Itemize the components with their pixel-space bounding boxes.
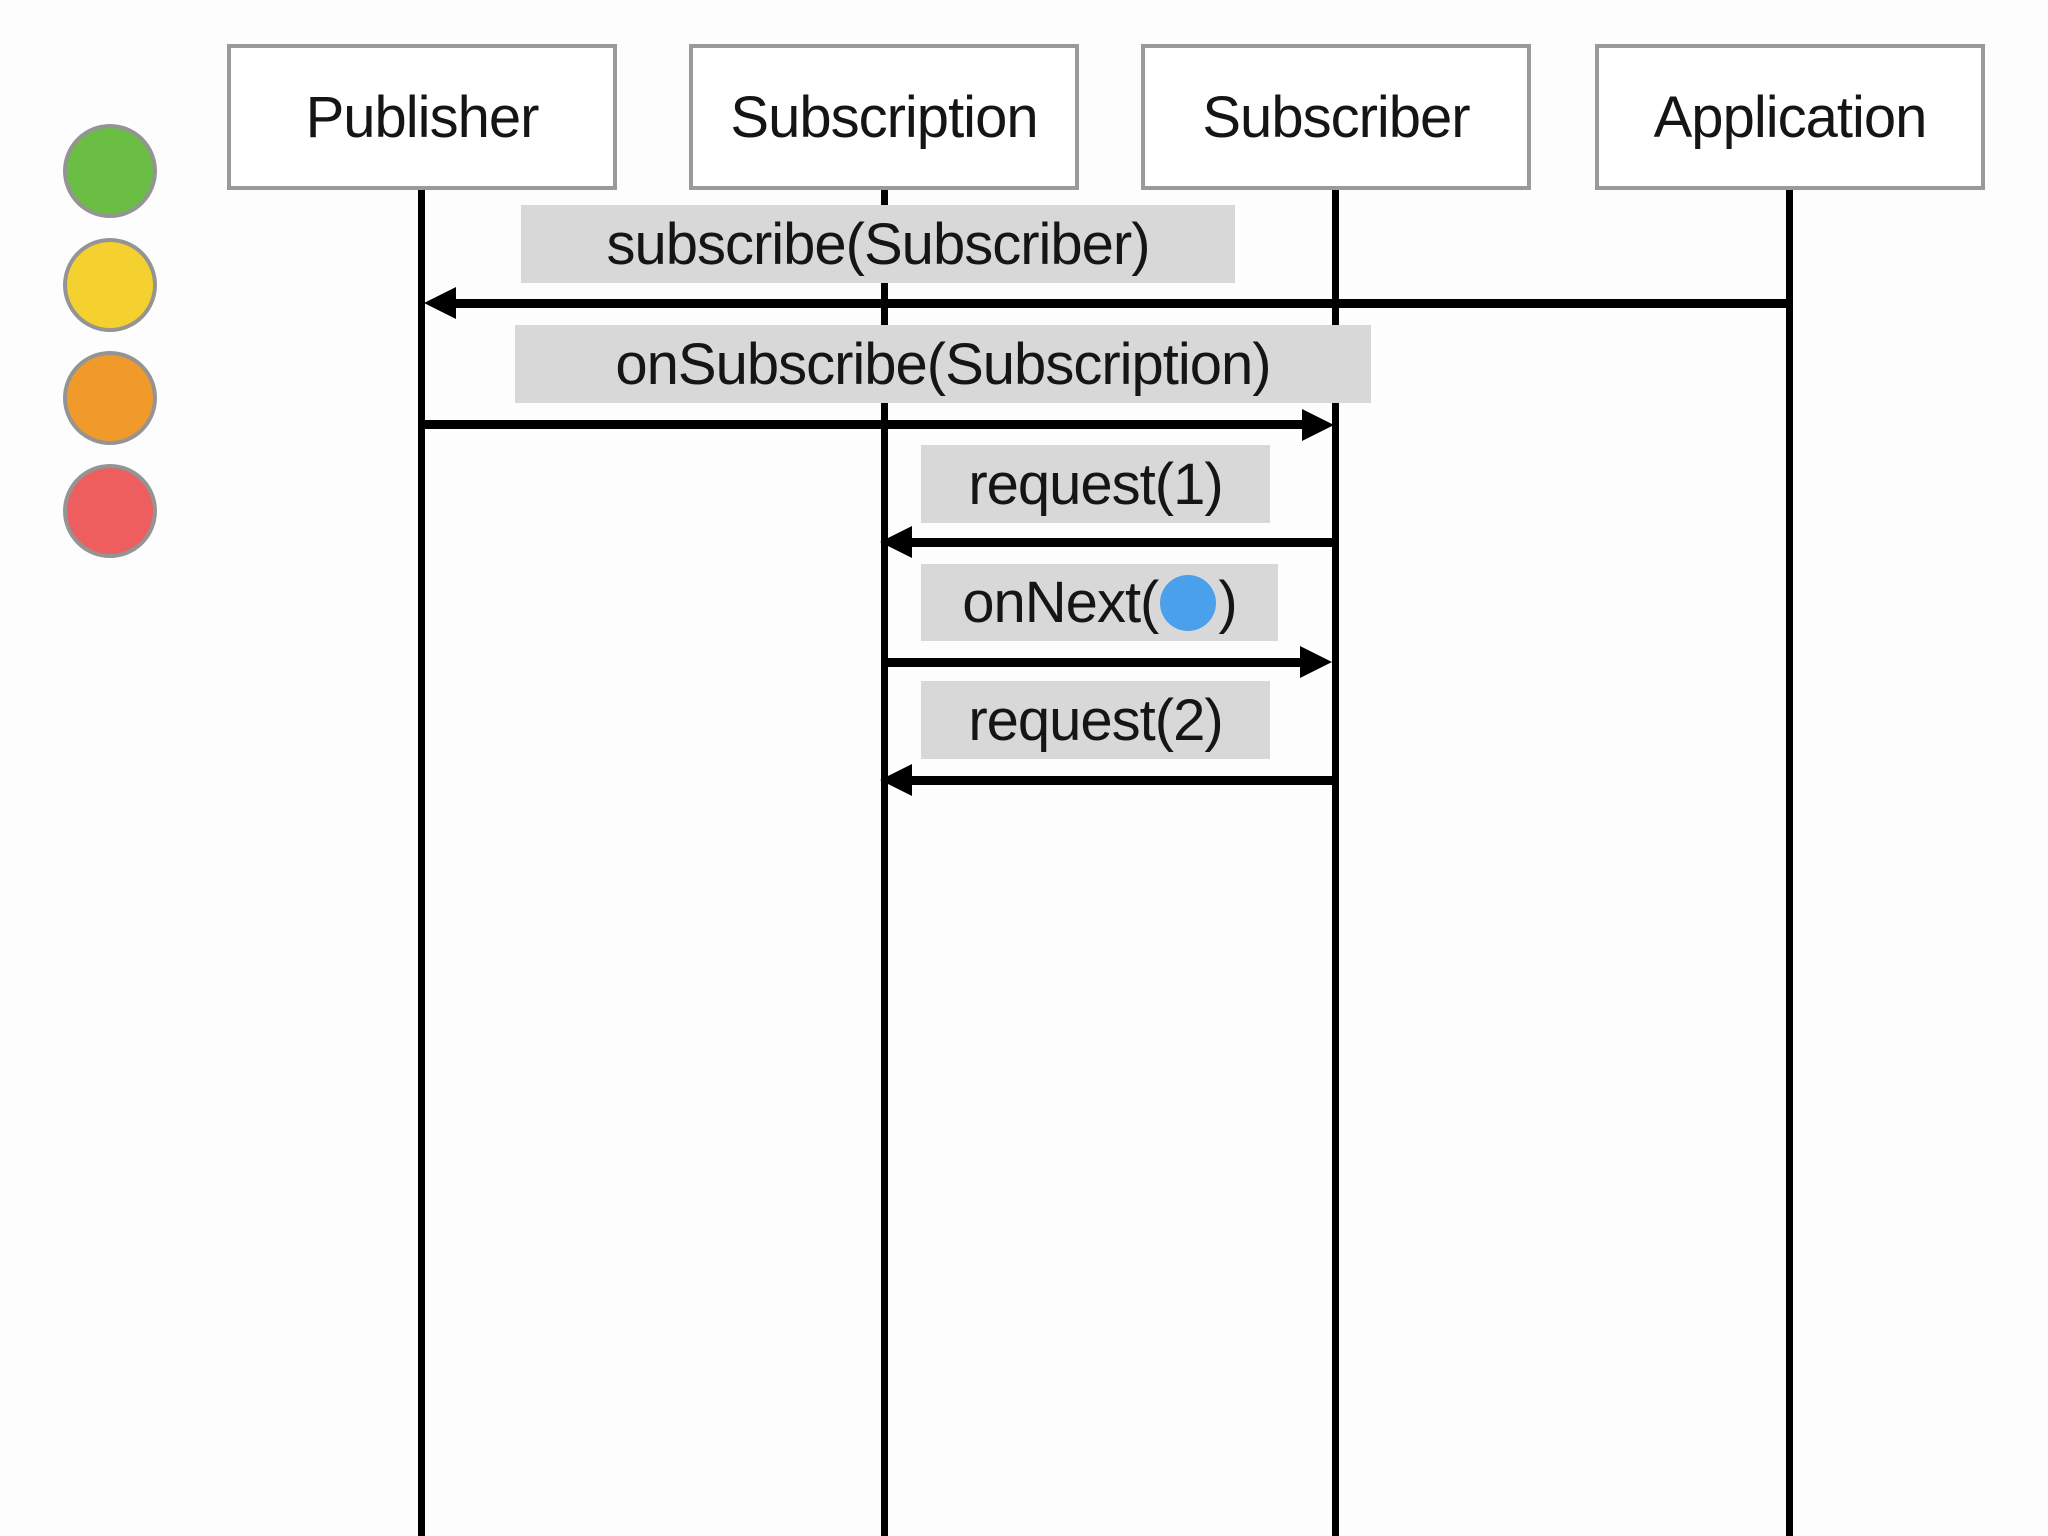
- message-label-onnext: onNext(): [921, 564, 1278, 641]
- lifeline-application: [1786, 190, 1793, 1536]
- arrowhead-right-icon: [1300, 646, 1332, 678]
- legend-dot-red: [63, 464, 157, 558]
- message-arrow-onsubscribe: [422, 420, 1306, 429]
- actor-label-subscription: Subscription: [730, 84, 1038, 150]
- arrowhead-left-icon: [424, 287, 456, 319]
- message-label-subscribe: subscribe(Subscriber): [521, 205, 1235, 283]
- message-arrow-request2: [908, 776, 1336, 785]
- legend-dot-yellow: [63, 238, 157, 332]
- message-arrow-subscribe: [452, 299, 1790, 308]
- message-text-onnext-suffix: ): [1218, 570, 1237, 635]
- legend-dot-green: [63, 124, 157, 218]
- message-text-onnext-prefix: onNext(: [962, 570, 1159, 635]
- arrowhead-left-icon: [880, 764, 912, 796]
- message-arrow-onnext: [884, 658, 1304, 667]
- actor-box-subscription: Subscription: [689, 44, 1079, 190]
- arrowhead-right-icon: [1302, 409, 1334, 441]
- legend-dot-orange: [63, 351, 157, 445]
- actor-label-application: Application: [1653, 84, 1928, 150]
- actor-box-subscriber: Subscriber: [1141, 44, 1531, 190]
- message-text-request1: request(1): [968, 451, 1223, 517]
- arrowhead-left-icon: [880, 526, 912, 558]
- actor-box-publisher: Publisher: [227, 44, 617, 190]
- message-text-request2: request(2): [968, 687, 1223, 753]
- lifeline-subscriber: [1332, 190, 1339, 1536]
- message-text-subscribe: subscribe(Subscriber): [606, 211, 1150, 277]
- actor-label-publisher: Publisher: [305, 84, 540, 150]
- actor-label-subscriber: Subscriber: [1202, 84, 1470, 150]
- message-label-onsubscribe: onSubscribe(Subscription): [515, 325, 1371, 403]
- lifeline-publisher: [418, 190, 425, 1536]
- message-label-request2: request(2): [921, 681, 1270, 759]
- message-label-request1: request(1): [921, 445, 1270, 523]
- lifeline-subscription: [881, 190, 888, 1536]
- message-text-onsubscribe: onSubscribe(Subscription): [615, 331, 1271, 397]
- actor-box-application: Application: [1595, 44, 1985, 190]
- item-dot-icon: [1160, 574, 1217, 631]
- message-arrow-request1: [908, 538, 1336, 547]
